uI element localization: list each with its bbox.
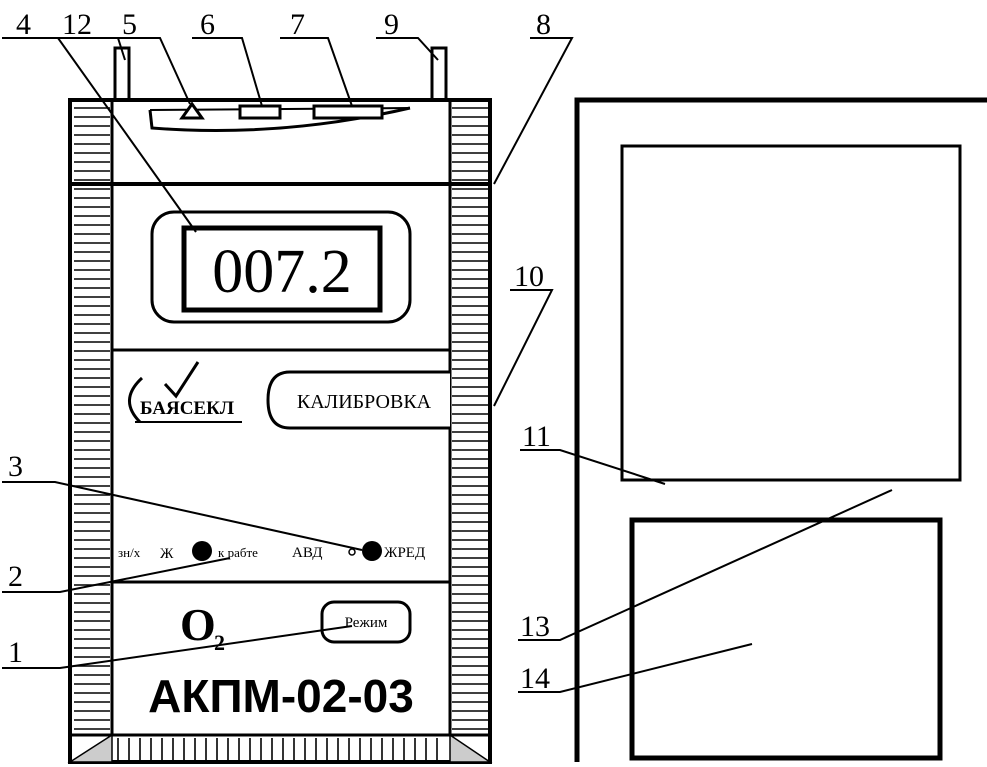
model-label: АКПМ-02-03	[148, 670, 414, 722]
callout-14: 14	[520, 662, 550, 695]
callout-9: 9	[384, 8, 399, 41]
callout-2: 2	[8, 560, 23, 593]
brand-label: БАЯСЕКЛ	[140, 398, 234, 419]
bottom-grip-ribs	[117, 738, 438, 762]
mode-button-label[interactable]: Режим	[345, 615, 388, 631]
mode-button[interactable]	[320, 600, 412, 644]
callout-8: 8	[536, 8, 551, 41]
callout-12: 12	[62, 8, 92, 41]
callout-4: 4	[16, 8, 31, 41]
brand-logo: БАЯСЕКЛ	[128, 361, 242, 424]
callout-lines	[2, 37, 893, 693]
left-pin	[113, 46, 131, 102]
callout-11: 11	[522, 420, 551, 453]
display-value: 007.2	[212, 238, 352, 306]
callout-6: 6	[200, 8, 215, 41]
indicator-right-suffix: ЖРЕД	[384, 545, 425, 561]
alarm-led-small	[348, 548, 356, 556]
connector-5	[179, 101, 205, 120]
connector-6	[238, 104, 282, 120]
alarm-led	[362, 541, 382, 561]
callout-3: 3	[8, 450, 23, 483]
gas-subscript: 2	[214, 630, 225, 655]
right-grip-ribs	[452, 107, 488, 730]
device-body	[68, 98, 492, 764]
calibration-label[interactable]: КАЛИБРОВКА	[297, 391, 432, 413]
lower-window	[629, 517, 943, 761]
callout-5: 5	[122, 8, 137, 41]
indicator-left-prefix: зн/х	[118, 545, 141, 560]
upper-window	[620, 144, 962, 482]
indicator-right-prefix: АВД	[292, 545, 323, 561]
connector-7	[312, 104, 384, 120]
callout-13: 13	[520, 610, 550, 643]
callout-1: 1	[8, 636, 23, 669]
rear-panel-outline	[574, 97, 987, 762]
power-led	[192, 541, 212, 561]
callout-10: 10	[514, 260, 544, 293]
indicator-left-suffix: к рабте	[218, 545, 258, 560]
display-screen	[181, 225, 383, 313]
gas-symbol: O	[180, 599, 216, 650]
calibration-button[interactable]	[266, 370, 450, 430]
indicator-left-symbol: Ж	[160, 546, 174, 562]
left-grip-ribs	[74, 107, 110, 730]
callout-7: 7	[290, 8, 305, 41]
